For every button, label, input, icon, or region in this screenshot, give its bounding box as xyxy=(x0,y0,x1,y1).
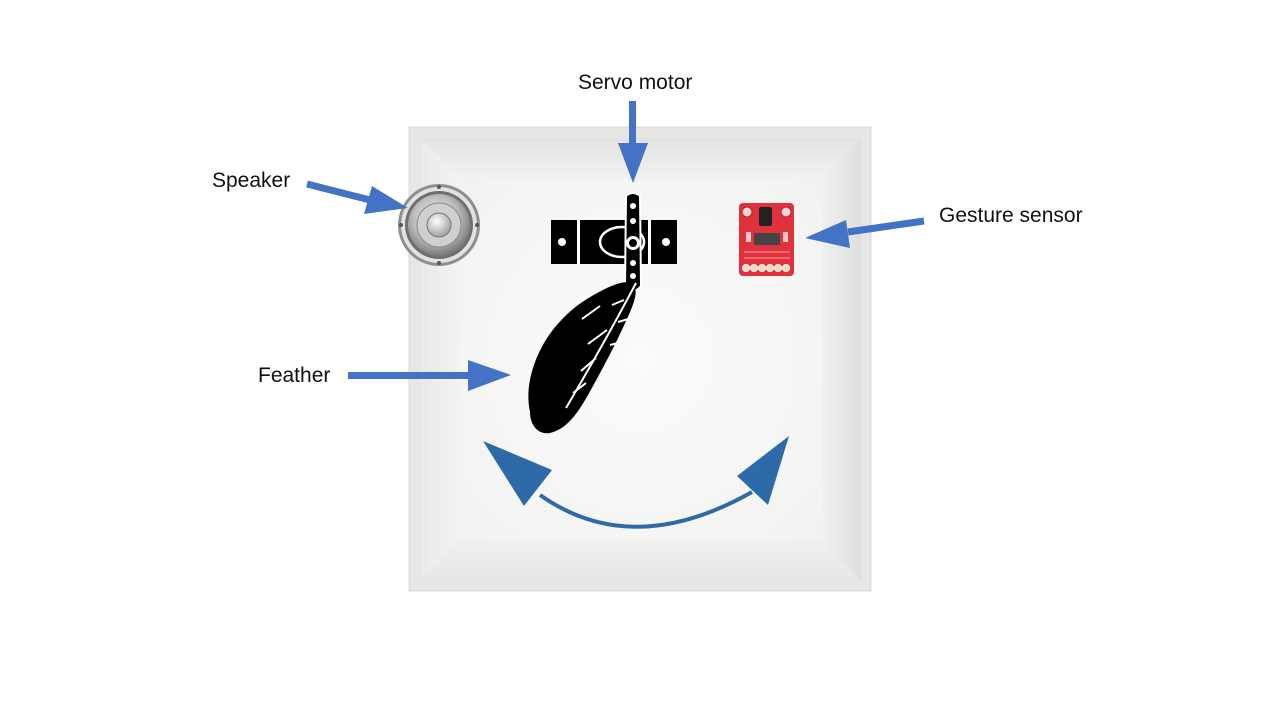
feather-icon xyxy=(528,282,637,434)
speaker-label: Speaker xyxy=(212,169,291,192)
feather-arrow xyxy=(348,360,511,391)
box-wall-bottom xyxy=(421,541,861,581)
swing-arrow-icon xyxy=(483,436,789,529)
speaker-arrow xyxy=(306,180,408,214)
gesture-sensor-arrow xyxy=(805,217,925,248)
box-wall-right xyxy=(823,138,861,581)
gesture-sensor-label: Gesture sensor xyxy=(939,204,1083,227)
feather-label: Feather xyxy=(258,364,331,387)
speaker-icon xyxy=(398,184,480,266)
servo-motor-arrow xyxy=(618,101,648,183)
servo-motor-label: Servo motor xyxy=(578,71,693,94)
servo-motor-icon xyxy=(551,192,677,292)
gesture-sensor-icon xyxy=(739,203,794,276)
